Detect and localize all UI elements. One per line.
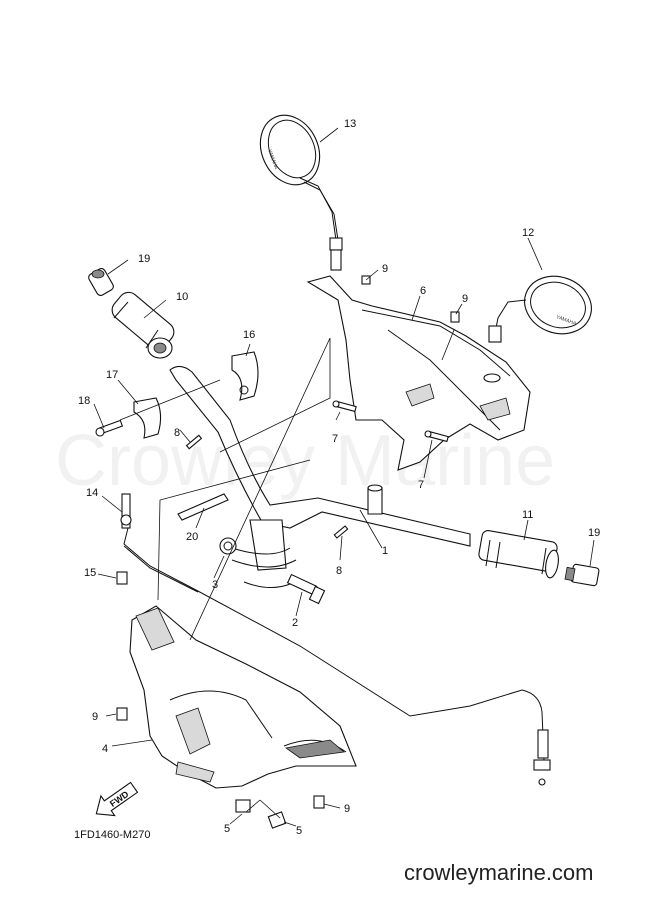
callout-15: 15 <box>84 567 96 579</box>
callout-16: 16 <box>243 329 255 341</box>
screw-8-left[interactable] <box>185 434 203 450</box>
bar-end-19-left[interactable] <box>87 267 115 297</box>
fwd-arrow-icon: FWD <box>95 781 139 817</box>
callout-1: 1 <box>382 545 388 557</box>
nut-5-left[interactable] <box>235 799 251 813</box>
callout-19-right: 19 <box>588 527 600 539</box>
callout-5-left: 5 <box>224 823 230 835</box>
callout-20: 20 <box>186 531 198 543</box>
callout-9-top: 9 <box>382 263 388 275</box>
bracket-17[interactable] <box>133 397 162 439</box>
holder-16[interactable] <box>231 351 259 401</box>
cable-adjuster-14[interactable] <box>120 493 132 529</box>
callout-5-right: 5 <box>296 825 302 837</box>
site-url: crowleymarine.com <box>404 860 594 885</box>
callout-17: 17 <box>106 369 118 381</box>
band-20[interactable] <box>177 493 229 521</box>
diagram-code: 1FD1460-M270 <box>74 829 150 841</box>
callout-11: 11 <box>522 509 533 521</box>
grip-11[interactable] <box>478 530 560 579</box>
callout-3: 3 <box>212 579 218 591</box>
mirror-13[interactable]: YAMAHA <box>249 106 343 271</box>
screw-8-right[interactable] <box>333 525 349 539</box>
screw-9-bottom[interactable] <box>313 795 325 809</box>
cable-14[interactable] <box>123 497 545 761</box>
callout-4: 4 <box>102 743 108 755</box>
callout-6: 6 <box>420 285 426 297</box>
callout-14: 14 <box>86 487 98 499</box>
cover-4[interactable] <box>129 605 357 789</box>
callout-7-lower: 7 <box>418 479 424 491</box>
callout-9-bottom: 9 <box>344 803 350 815</box>
callout-9-left: 9 <box>92 711 98 723</box>
callout-2: 2 <box>292 617 298 629</box>
callout-13: 13 <box>344 118 356 130</box>
bolt-2[interactable] <box>286 573 326 605</box>
bar-end-19-right[interactable] <box>564 563 600 587</box>
callout-10: 10 <box>176 291 188 303</box>
nut-5-right[interactable] <box>267 811 287 829</box>
screw-15[interactable] <box>116 571 128 585</box>
callout-7-upper: 7 <box>332 433 338 445</box>
callout-9-cover: 9 <box>462 293 468 305</box>
callout-19-left: 19 <box>138 253 150 265</box>
cover-6[interactable] <box>306 275 531 471</box>
callout-18: 18 <box>78 395 90 407</box>
screw-7-upper[interactable] <box>332 400 357 413</box>
screw-9-left[interactable] <box>116 707 128 721</box>
mirror-12[interactable]: YAMAHA <box>488 267 600 343</box>
grip-10[interactable] <box>108 288 178 359</box>
screw-18[interactable] <box>95 419 124 437</box>
handlebar-1[interactable] <box>169 365 471 588</box>
callout-8-left: 8 <box>174 427 180 439</box>
screw-7-lower[interactable] <box>424 430 449 443</box>
cable-end[interactable] <box>533 729 551 786</box>
screw-9-cover[interactable] <box>450 311 460 323</box>
callout-12: 12 <box>522 227 534 239</box>
callout-8-right: 8 <box>336 565 342 577</box>
